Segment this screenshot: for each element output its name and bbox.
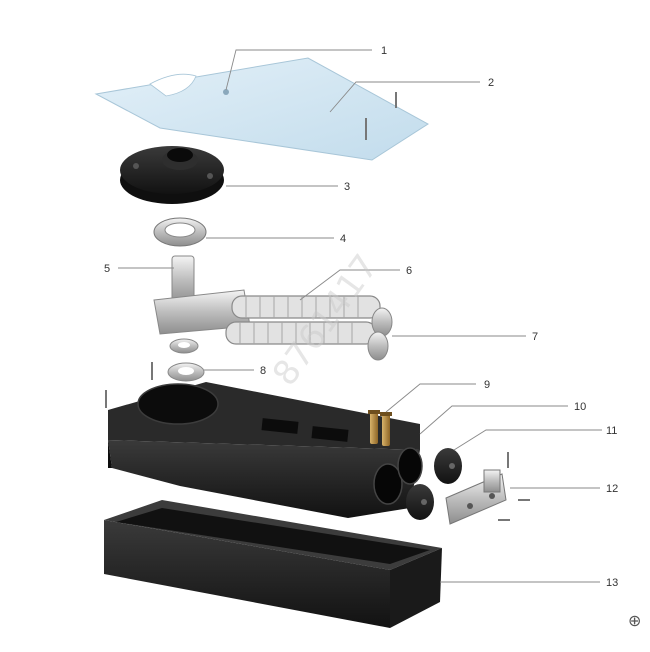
leader-line-2 — [329, 81, 480, 113]
callout-12: 12 — [606, 483, 618, 495]
valve-pins-part — [368, 410, 392, 446]
spring-cam-assembly-part — [153, 255, 393, 361]
callout-5: 5 — [104, 263, 110, 275]
bracket-part — [445, 452, 530, 525]
end-caps-part — [406, 448, 462, 520]
leader-line-10 — [419, 405, 568, 435]
callout-1: 1 — [381, 45, 387, 57]
callout-2: 2 — [488, 77, 494, 89]
small-bearing-part — [151, 338, 205, 382]
callout-4: 4 — [340, 233, 346, 245]
casing-box-part — [104, 500, 442, 628]
callout-9: 9 — [484, 379, 490, 391]
callout-13: 13 — [606, 577, 618, 589]
leader-lines — [118, 49, 602, 583]
callout-10: 10 — [574, 401, 586, 413]
callout-7: 7 — [532, 331, 538, 343]
housing-body-part — [105, 382, 423, 518]
leader-line-9 — [385, 383, 476, 413]
cover-plate-part — [94, 57, 429, 161]
leader-line-11 — [453, 429, 602, 451]
callout-11: 11 — [606, 425, 617, 437]
bearing-part — [153, 217, 207, 247]
callout-3: 3 — [344, 181, 350, 193]
callout-6: 6 — [406, 265, 412, 277]
callout-labels: 1 2 3 4 5 6 7 8 9 10 11 12 13 — [104, 45, 618, 589]
leader-line-6 — [299, 269, 400, 301]
leader-line-1 — [225, 49, 372, 91]
callout-8: 8 — [260, 365, 266, 377]
watermark-text: 8761417 — [265, 247, 386, 393]
zoom-icon[interactable]: ⊕ — [628, 611, 641, 630]
flange-part — [120, 146, 224, 204]
